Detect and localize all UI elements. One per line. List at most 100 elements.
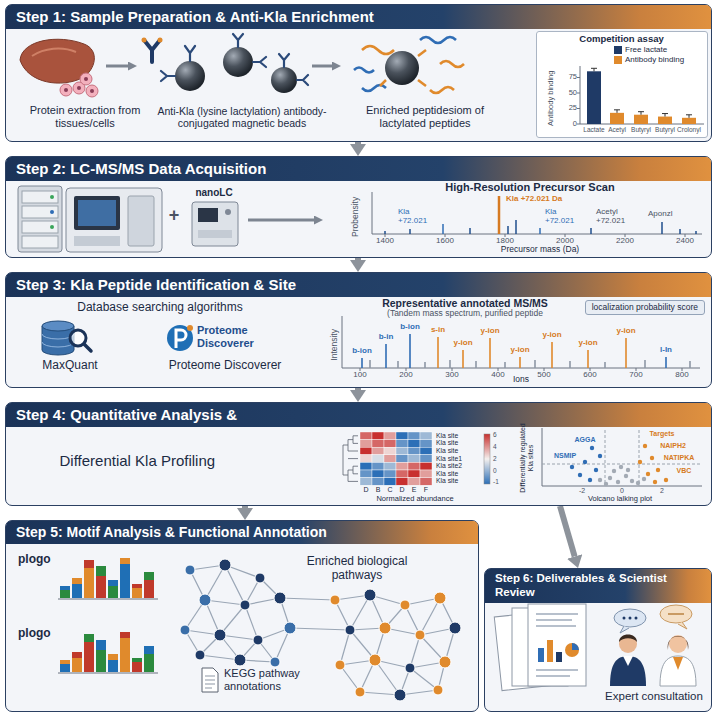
enriched-bead-illustration: [354, 37, 464, 93]
step-heading: Step 3: Kla Peptide Identification & Sit…: [6, 273, 711, 297]
tissue-illustration: [84, 77, 88, 81]
heatmap-cells: [372, 470, 384, 478]
flow-arrow: [355, 142, 361, 144]
spectrum-label: Aponzl: [648, 209, 688, 218]
software-label: Proteome Discoverer: [197, 324, 271, 349]
heatmap-cells: [384, 478, 396, 486]
enriched-bead-illustration: [362, 46, 394, 54]
precursor-peaks: [442, 224, 444, 234]
heatmap-cells: [408, 470, 420, 478]
sequence-logo: [84, 634, 94, 642]
analysis-label: plogo: [18, 553, 62, 567]
lc-ms-instrument: [198, 230, 232, 238]
spectrum-label: Kla +72.021: [545, 207, 585, 225]
lc-ms-instrument: [66, 188, 162, 252]
msms-peaks: [569, 361, 571, 368]
antibody-bead-illustration: [144, 40, 160, 62]
spectrum-axis: [372, 192, 373, 234]
legend-text: Free lactate: [625, 45, 667, 54]
expert-illustration: [669, 635, 687, 653]
spectrum-label: y-ion: [476, 326, 504, 335]
expert-illustration: [678, 622, 687, 629]
sequence-logo: [108, 660, 118, 672]
precursor-peaks: [498, 196, 501, 234]
panel-fill: [484, 568, 712, 712]
lc-ms-instrument: [18, 186, 62, 252]
heatmap-cells: [396, 470, 408, 478]
heatmap-cells: [384, 462, 396, 470]
sequence-logo: [60, 664, 70, 672]
pathway-network: [369, 654, 381, 666]
panel-fill: [536, 31, 708, 138]
volcano-label: VBC: [674, 467, 694, 475]
sequence-logo: [60, 586, 70, 590]
pathway-network: [330, 595, 340, 605]
volcano-points: [570, 444, 668, 486]
msms-peaks: [424, 362, 426, 368]
tick-mark: [385, 234, 685, 237]
pathway-network: [434, 592, 446, 604]
spectrum-label: 500: [531, 370, 557, 379]
spectrum-label: Intensity: [330, 320, 340, 370]
volcano-points: [619, 465, 623, 469]
sequence-logo: [120, 638, 130, 672]
spectrum-label: 1600: [430, 236, 460, 245]
volcano-label: NATIPKA: [662, 454, 696, 462]
expert-illustration: [620, 626, 629, 633]
volcano-points: [598, 478, 602, 482]
pathway-network: [290, 628, 350, 630]
sequence-logo: [144, 654, 154, 672]
chart-label: Lactate: [580, 126, 608, 133]
bar-chart: [662, 114, 668, 117]
chart-label: Butyryl: [627, 126, 655, 133]
panel-fill: [5, 272, 712, 388]
enriched-bead-illustration: [380, 50, 426, 86]
heatmap-cells: [396, 447, 408, 455]
software-logo: [167, 325, 193, 351]
tissue-illustration: [77, 86, 81, 90]
lc-ms-instrument: [22, 206, 58, 218]
bar-chart: [682, 118, 696, 124]
msms-peaks: [519, 357, 521, 368]
sequence-logo: [132, 584, 142, 588]
msms-peaks: [551, 342, 553, 368]
pathway-network: [180, 625, 190, 635]
caption-text: Expert consultation: [600, 690, 708, 703]
spectrum-label: Precursor mass (Da): [470, 245, 610, 255]
spectrum-label: Kla +72.021: [398, 207, 438, 225]
volcano-points: [612, 469, 616, 473]
msms-peaks: [369, 360, 371, 368]
document-icon: [202, 668, 218, 692]
sequence-logo: [144, 580, 154, 598]
caption-text: Anti-Kla (lysine lactylation) antibody-c…: [140, 105, 344, 129]
volcano-axis: [542, 428, 702, 486]
flow-arrow: [355, 258, 361, 260]
bar-chart: [610, 113, 624, 124]
software-label: MaxQuant: [25, 359, 115, 373]
volcano-points: [590, 446, 594, 450]
heatmap-label: E: [408, 486, 420, 494]
spectrum-label: y-ion: [506, 345, 534, 354]
precursor-peaks: [539, 228, 541, 234]
antibody-bead-illustration: [223, 47, 253, 77]
volcano-points: [594, 468, 598, 472]
heatmap-frame: [343, 434, 490, 484]
bar-chart: [634, 115, 648, 124]
lc-ms-instrument: [192, 202, 238, 246]
document-icon: [205, 676, 215, 688]
chart-label: 75: [558, 73, 577, 82]
pathway-network: [185, 565, 195, 575]
antibody-bead-illustration: [142, 34, 309, 93]
lc-ms-instrument: [74, 196, 120, 230]
msms-peaks: [504, 362, 506, 368]
tissue-illustration: [86, 85, 98, 97]
expert-illustration: [610, 656, 646, 686]
precursor-peaks: [384, 231, 386, 234]
sequence-logo: [132, 588, 142, 598]
pathway-network: [379, 622, 391, 634]
legend-swatch: [614, 46, 622, 54]
pathway-network: [245, 605, 258, 640]
panel-text: Differential Kla Profiling: [60, 452, 300, 469]
heatmap-cells: [384, 440, 396, 448]
process-arrow: [248, 219, 314, 222]
